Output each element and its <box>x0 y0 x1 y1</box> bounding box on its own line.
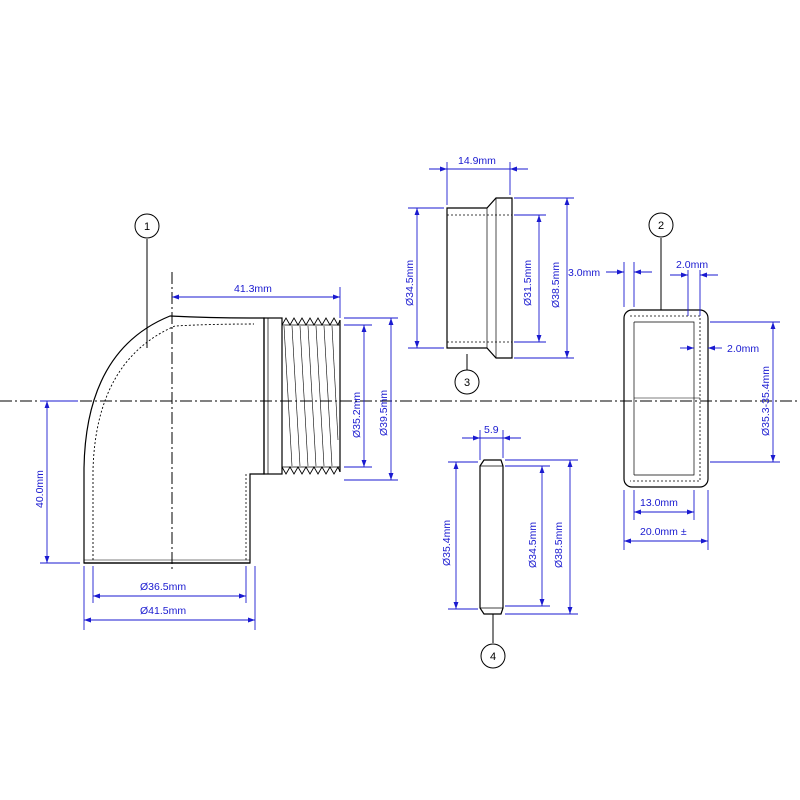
cap-cavity-inner <box>634 321 695 476</box>
cap-outline <box>623 309 709 488</box>
label-elbow-thread-outer: Ø39.5mm <box>378 390 390 436</box>
callout-1 <box>134 213 160 239</box>
center-lines <box>0 272 800 570</box>
callouts <box>134 212 674 669</box>
cap-part <box>623 309 709 488</box>
callout-1-label: 1 <box>144 221 150 233</box>
elbow-thread-body <box>263 317 283 475</box>
label-washer3-dia-b: Ø31.5mm <box>522 260 534 306</box>
callout-2 <box>648 212 674 238</box>
label-cap-wall-left: 3.0mm <box>568 267 600 279</box>
label-washer3-dia-a: Ø34.5mm <box>404 260 416 306</box>
washer-large-outline <box>446 197 513 359</box>
label-washer4-dia-b: Ø34.5mm <box>527 522 539 568</box>
label-cap-inner-length: 13.0mm <box>640 497 678 509</box>
elbow-part <box>83 315 341 564</box>
label-cap-bore: Ø35.3-35.4mm <box>760 366 772 436</box>
label-washer4-length: 5.9 <box>484 424 499 436</box>
washer-large-part <box>446 197 513 359</box>
dimension-labels: 41.3mm Ø35.2mm Ø39.5mm 40.0mm Ø36.5mm Ø4… <box>34 155 772 617</box>
washer-small-part <box>479 459 504 615</box>
callout-2-label: 2 <box>658 220 664 232</box>
label-washer4-dia-c: Ø38.5mm <box>553 522 565 568</box>
elbow-thread-profile-top <box>281 317 341 327</box>
label-elbow-inner: Ø36.5mm <box>140 581 186 593</box>
elbow-thread-profile-bottom <box>281 465 341 475</box>
cap-cavity-dotted <box>630 315 701 482</box>
callout-3-label: 3 <box>464 377 470 389</box>
label-cap-wall-top: 2.0mm <box>676 259 708 271</box>
label-washer3-length: 14.9mm <box>458 155 496 167</box>
label-cap-wall-right: 2.0mm <box>727 343 759 355</box>
label-elbow-thread-inner: Ø35.2mm <box>351 392 363 438</box>
callout-4 <box>480 643 506 669</box>
elbow-thread-hatching <box>283 325 339 467</box>
washer-small-outline <box>479 459 504 615</box>
label-elbow-outer: Ø41.5mm <box>140 605 186 617</box>
label-washer4-dia-a: Ø35.4mm <box>441 520 453 566</box>
label-elbow-thread-offset: 41.3mm <box>234 283 272 295</box>
elbow-inner-dotted <box>92 323 255 560</box>
callout-3 <box>454 369 480 395</box>
label-washer3-dia-c: Ø38.5mm <box>550 262 562 308</box>
label-cap-total-length: 20.0mm ± <box>640 526 687 538</box>
elbow-outer-outline <box>83 315 265 564</box>
label-elbow-height: 40.0mm <box>34 470 46 508</box>
callout-4-label: 4 <box>490 651 496 663</box>
dimension-lines <box>40 162 780 630</box>
